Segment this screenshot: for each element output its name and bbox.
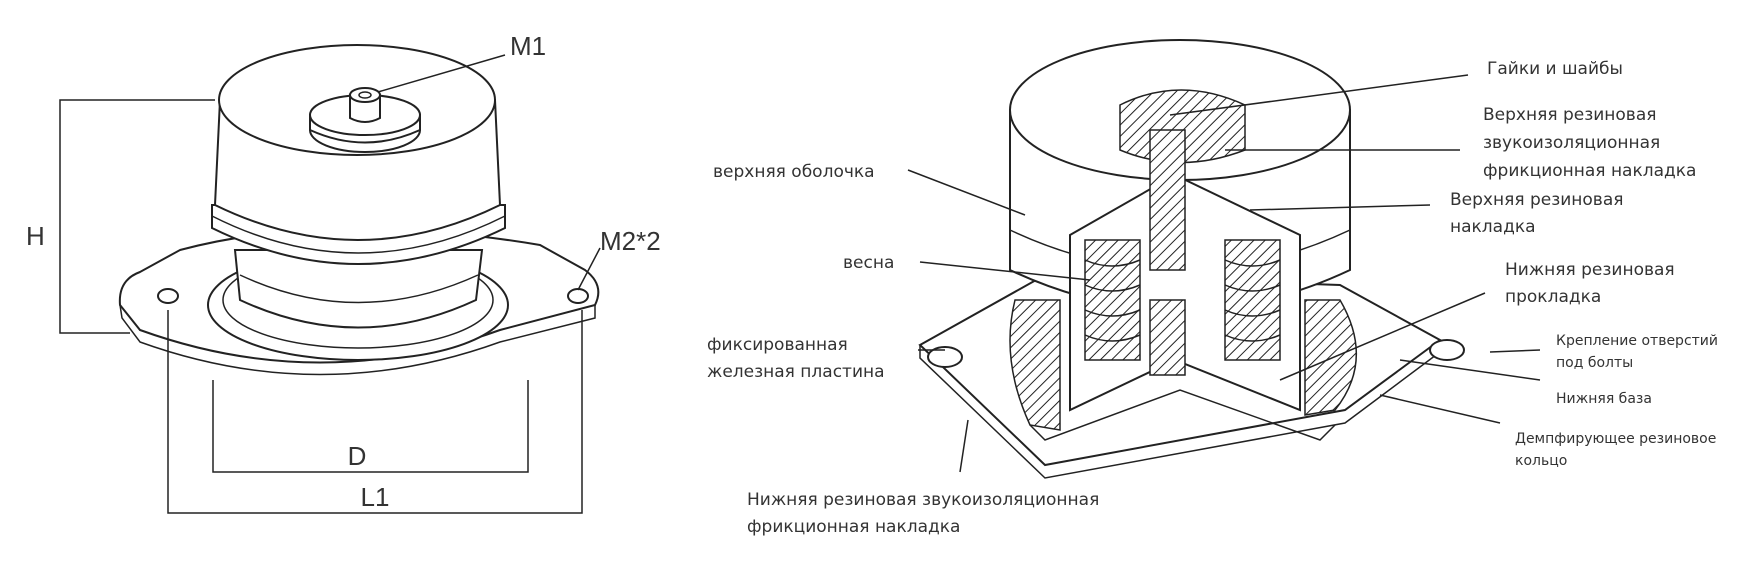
label-m1: M1 bbox=[510, 31, 546, 61]
label-lower-gasket-2: прокладка bbox=[1505, 287, 1601, 307]
mounting-hole-right bbox=[567, 288, 589, 304]
label-l1: L1 bbox=[361, 482, 390, 512]
label-lower-base: Нижняя база bbox=[1556, 391, 1652, 407]
label-upper-rubber-pad-1: Верхняя резиновая bbox=[1450, 190, 1623, 210]
label-damping-ring-1: Демпфирующее резиновое bbox=[1515, 431, 1716, 447]
label-m2: M2*2 bbox=[600, 226, 661, 256]
label-bolt-holes-1: Крепление отверстий bbox=[1556, 333, 1718, 349]
label-fixed-plate-1: фиксированная bbox=[707, 335, 848, 355]
label-lower-friction-pad-2: фрикционная накладка bbox=[747, 517, 960, 537]
isolator-external-view: M1 H M2*2 D L1 bbox=[26, 31, 661, 514]
label-upper-friction-pad-2: звукоизоляционная bbox=[1483, 133, 1660, 153]
label-upper-shell: верхняя оболочка bbox=[713, 162, 875, 182]
label-nuts-washers: Гайки и шайбы bbox=[1487, 59, 1623, 79]
bolt-hole-right bbox=[1429, 339, 1465, 361]
label-h: H bbox=[26, 221, 45, 251]
label-upper-rubber-pad-2: накладка bbox=[1450, 217, 1536, 237]
label-damping-ring-2: кольцо bbox=[1515, 453, 1567, 469]
label-upper-friction-pad-1: Верхняя резиновая bbox=[1483, 105, 1656, 125]
label-spring: весна bbox=[843, 253, 894, 273]
leader-lines bbox=[907, 74, 1541, 473]
label-lower-friction-pad-1: Нижняя резиновая звукоизоляционная bbox=[747, 490, 1099, 510]
mounting-hole-left bbox=[157, 288, 179, 304]
label-bolt-holes-2: под болты bbox=[1556, 355, 1633, 371]
label-upper-friction-pad-3: фрикционная накладка bbox=[1483, 161, 1696, 181]
label-fixed-plate-2: железная пластина bbox=[707, 362, 885, 382]
bolt-hole-left bbox=[927, 346, 963, 368]
isolator-cutaway-view: Гайки и шайбы Верхняя резиновая звукоизо… bbox=[707, 39, 1718, 537]
label-d: D bbox=[348, 441, 367, 471]
spring-left bbox=[1084, 239, 1141, 361]
label-lower-gasket-1: Нижняя резиновая bbox=[1505, 260, 1675, 280]
spring-right bbox=[1224, 239, 1281, 361]
